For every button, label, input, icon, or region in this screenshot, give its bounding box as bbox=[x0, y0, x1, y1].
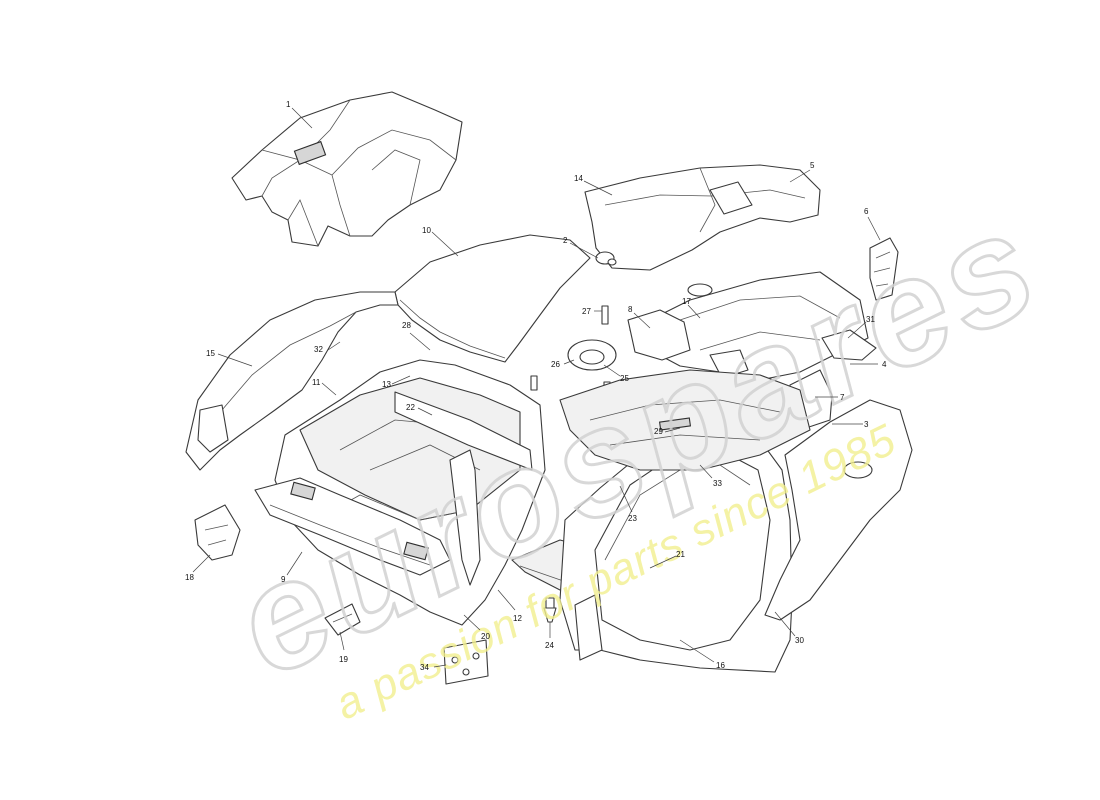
callout-18: 18 bbox=[185, 573, 194, 582]
callout-17: 17 bbox=[682, 297, 691, 306]
callout-2: 2 bbox=[563, 236, 568, 245]
callout-6: 6 bbox=[864, 207, 869, 216]
callout-12: 12 bbox=[513, 614, 522, 623]
cabin-frame bbox=[254, 359, 546, 626]
callout-31: 31 bbox=[866, 315, 875, 324]
callout-8: 8 bbox=[628, 305, 633, 314]
callout-33: 33 bbox=[713, 479, 722, 488]
callout-28: 28 bbox=[402, 321, 411, 330]
callout-13: 13 bbox=[382, 380, 391, 389]
callout-11: 11 bbox=[312, 378, 321, 387]
callout-9: 9 bbox=[281, 575, 286, 584]
roof-panel bbox=[394, 234, 591, 363]
body-side-left bbox=[185, 291, 399, 471]
rear-floor-center bbox=[559, 369, 811, 471]
bracket-19 bbox=[324, 603, 361, 636]
cover-plate-26 bbox=[530, 305, 617, 399]
body-shell-complete bbox=[231, 91, 463, 247]
callout-24: 24 bbox=[545, 641, 554, 650]
callout-19: 19 bbox=[339, 655, 348, 664]
callout-27: 27 bbox=[582, 307, 591, 316]
small-bracket-6 bbox=[869, 237, 899, 301]
front-bracket-18 bbox=[194, 504, 241, 561]
callout-26: 26 bbox=[551, 360, 560, 369]
callout-21: 21 bbox=[676, 550, 685, 559]
callout-14: 14 bbox=[574, 174, 583, 183]
rear-upper-panel bbox=[584, 164, 821, 271]
callout-4: 4 bbox=[882, 360, 887, 369]
rear-floor-assembly bbox=[627, 271, 877, 381]
body-side-right bbox=[559, 429, 793, 673]
callout-7: 7 bbox=[840, 393, 845, 402]
callout-23: 23 bbox=[628, 514, 637, 523]
callout-34: 34 bbox=[420, 663, 429, 672]
callout-3: 3 bbox=[864, 420, 869, 429]
callout-22: 22 bbox=[406, 403, 415, 412]
callout-30: 30 bbox=[795, 636, 804, 645]
plate-34 bbox=[443, 639, 489, 685]
callout-1: 1 bbox=[286, 100, 291, 109]
callout-25: 25 bbox=[620, 374, 629, 383]
callout-10: 10 bbox=[422, 226, 431, 235]
fastener-24 bbox=[543, 597, 557, 623]
callout-15: 15 bbox=[206, 349, 215, 358]
callout-16: 16 bbox=[716, 661, 725, 670]
callout-29: 29 bbox=[654, 427, 663, 436]
callout-5: 5 bbox=[810, 161, 815, 170]
callout-group: 1 2 3 4 5 6 7 8 9 10 11 12 13 bbox=[185, 100, 887, 672]
callout-20: 20 bbox=[481, 632, 490, 641]
callout-32: 32 bbox=[314, 345, 323, 354]
